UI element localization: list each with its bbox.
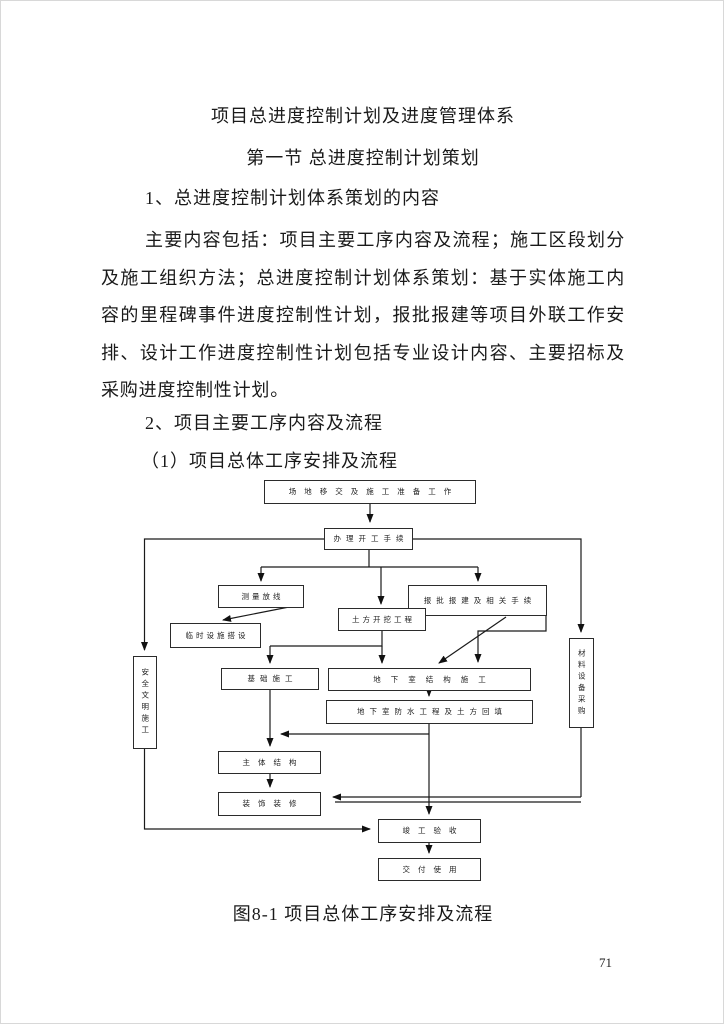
flow-box-safe-construction: 安全文明施工 xyxy=(133,656,157,749)
section-heading: 第一节 总进度控制计划策划 xyxy=(246,148,480,168)
flow-box-start-formalities: 办理开工手续 xyxy=(324,528,413,550)
flow-box-foundation: 基础施工 xyxy=(221,668,319,690)
flow-box-decoration: 装饰装修 xyxy=(218,792,321,816)
list-item-2: 2、项目主要工序内容及流程 xyxy=(145,413,383,433)
flow-box-temp-facilities: 临时设施搭设 xyxy=(170,623,261,648)
body-paragraph: 主要内容包括：项目主要工序内容及流程；施工区段划分及施工组织方法；总进度控制计划… xyxy=(101,230,625,401)
flow-box-main-structure: 主体结构 xyxy=(218,751,321,774)
doc-title: 项目总进度控制计划及进度管理体系 xyxy=(211,106,515,126)
flow-box-handover-use: 交付使用 xyxy=(378,858,481,881)
flow-box-completion-acceptance: 竣工验收 xyxy=(378,819,481,843)
flow-box-procurement: 材料设备采购 xyxy=(569,638,594,728)
page-number: 71 xyxy=(599,955,612,970)
flow-box-site-handover: 场地移交及施工准备工作 xyxy=(264,480,476,504)
figure-caption: 图8-1 项目总体工序安排及流程 xyxy=(232,904,494,924)
flow-box-waterproof-backfill: 地下室防水工程及土方回填 xyxy=(326,700,533,724)
flow-box-survey-layout: 测量放线 xyxy=(218,585,304,608)
flow-box-basement-structure: 地下室结构施工 xyxy=(328,668,531,691)
list-item-2-sub: （1）项目总体工序安排及流程 xyxy=(141,451,398,471)
flow-box-earthwork: 土方开挖工程 xyxy=(338,608,426,631)
list-item-1: 1、总进度控制计划体系策划的内容 xyxy=(145,188,440,208)
flow-box-approvals: 报批报建及相关手续 xyxy=(408,585,547,616)
